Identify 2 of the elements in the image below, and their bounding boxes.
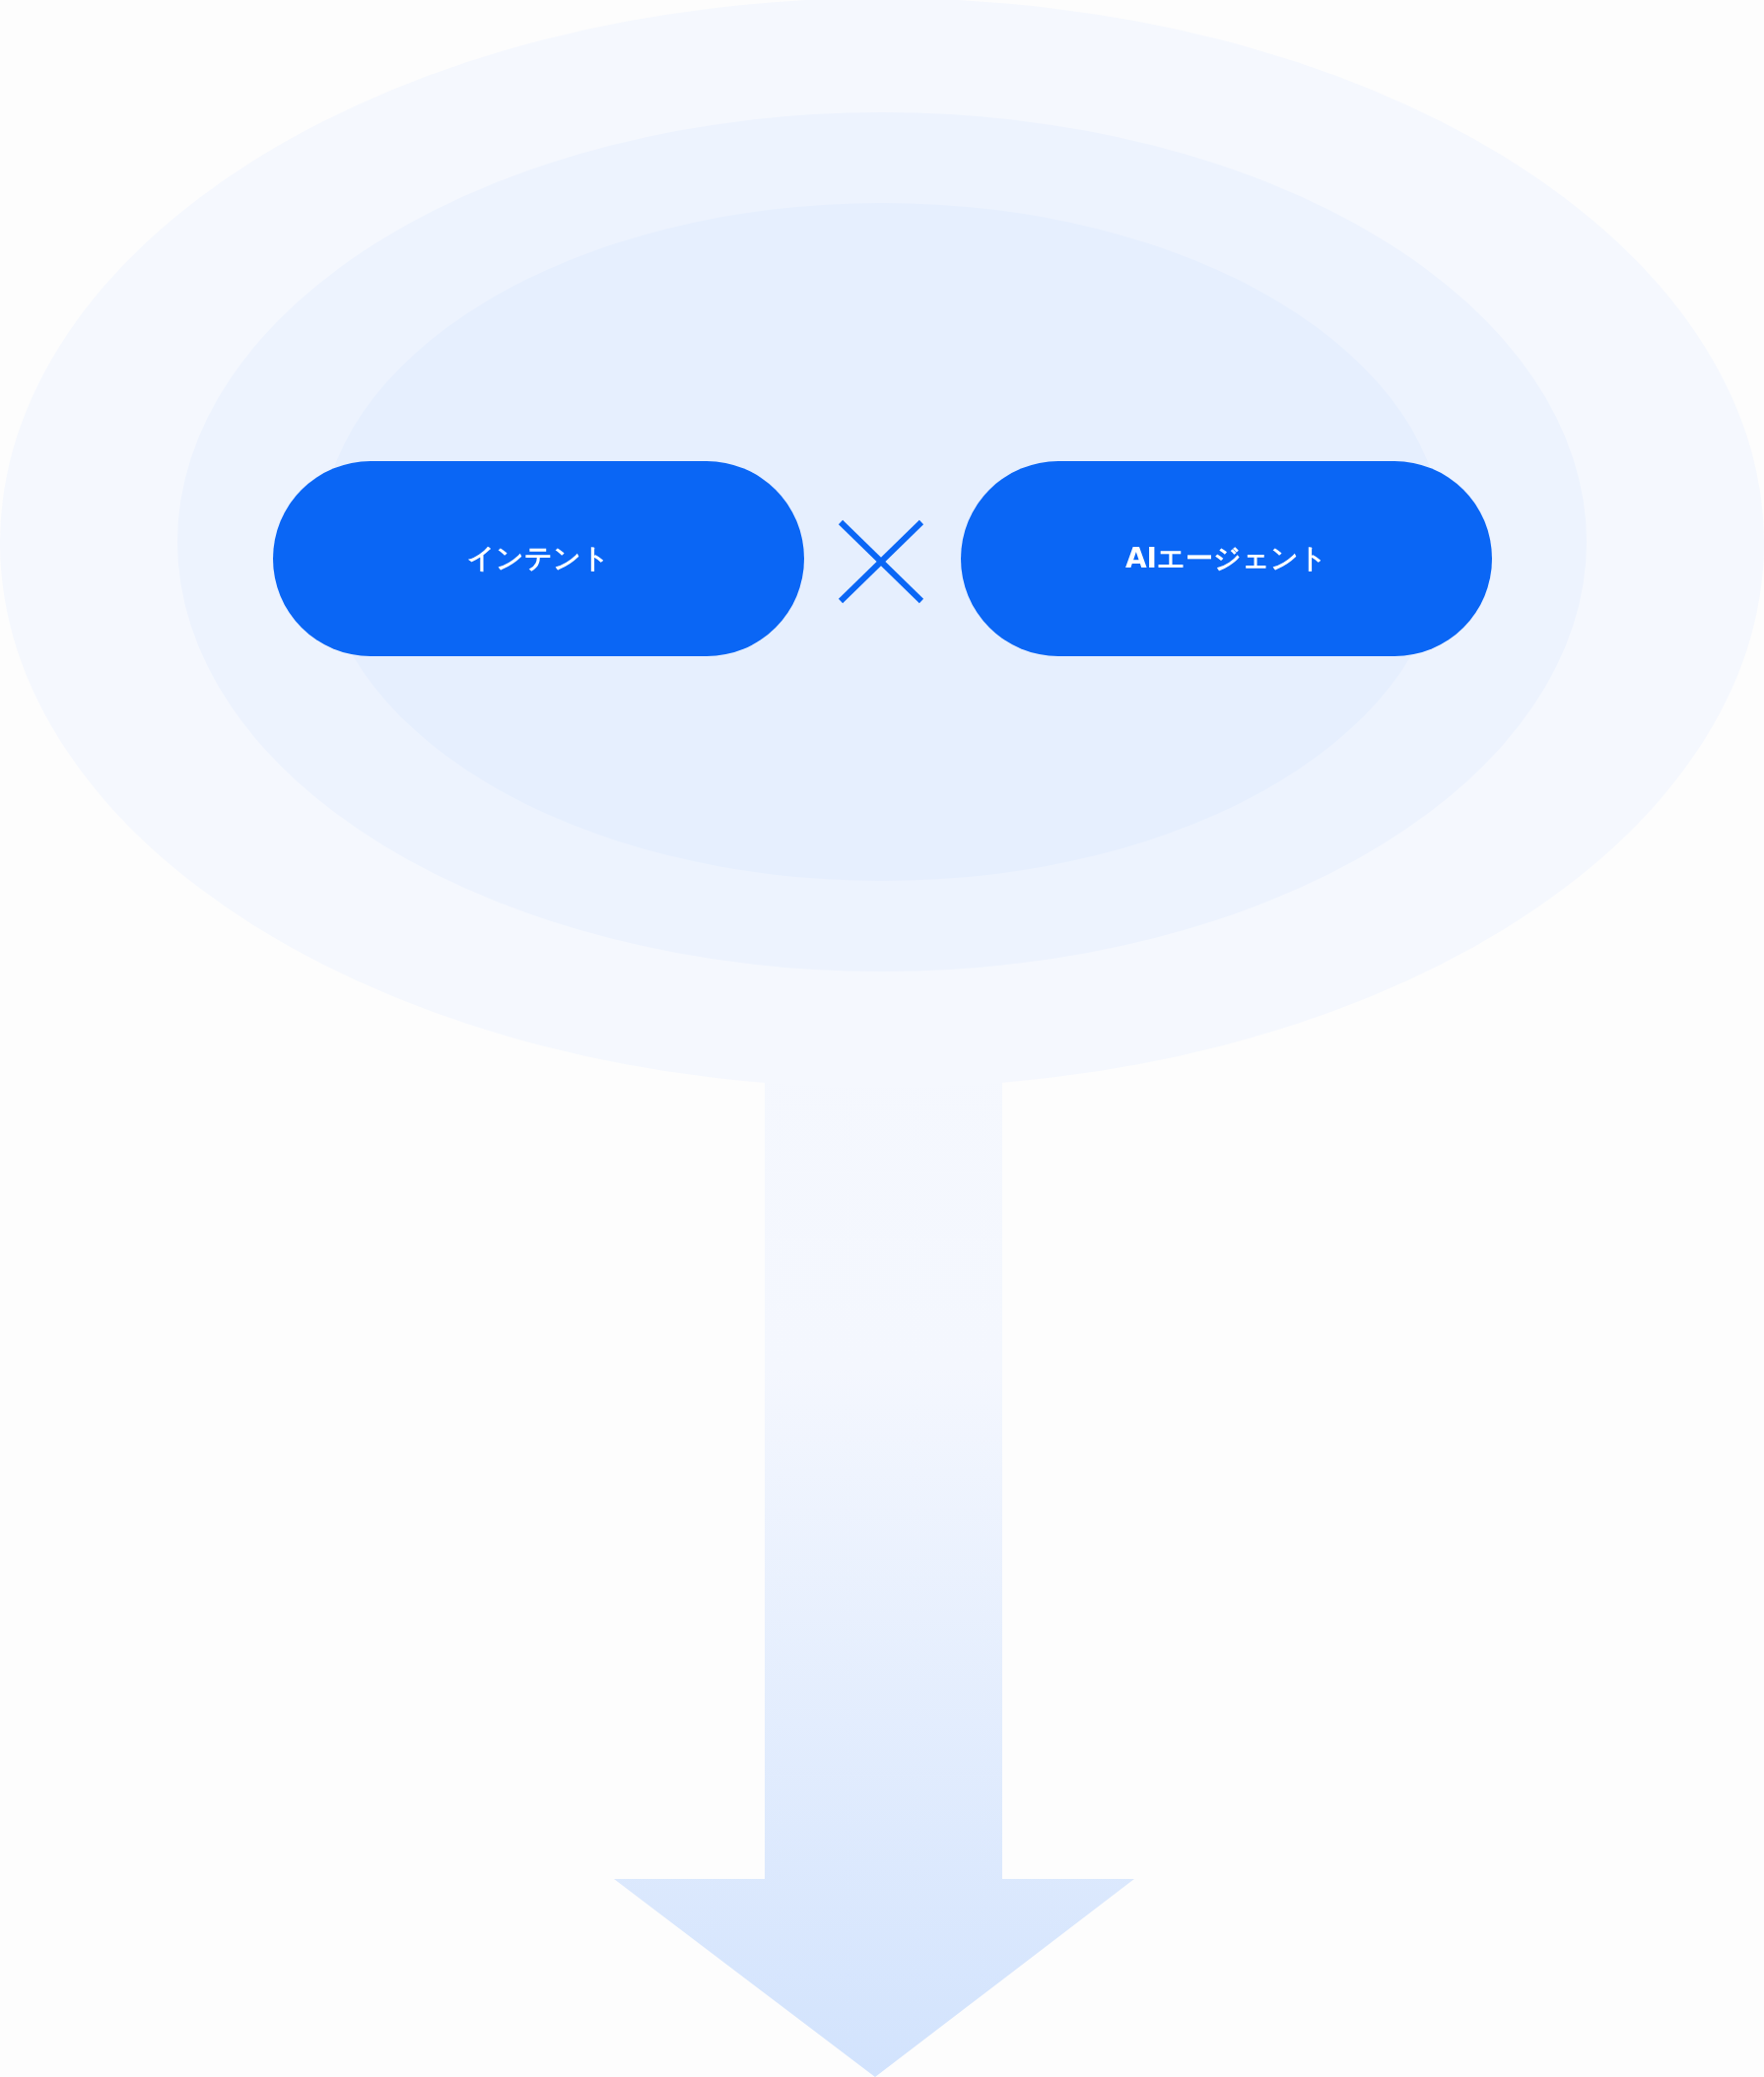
pill-label: インテント [467,541,610,576]
pill-label: AIエージェント [1124,541,1328,576]
